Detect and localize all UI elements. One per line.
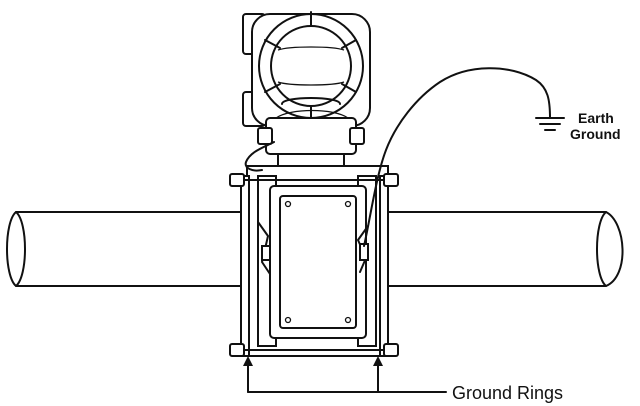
flange-bolts <box>229 173 399 357</box>
sensor-neck <box>257 109 365 167</box>
earth-label: Earth <box>578 110 614 126</box>
ground-rings-label: Ground Rings <box>452 383 564 403</box>
ground-label: Ground <box>570 126 621 142</box>
earth-ground-symbol <box>535 117 565 131</box>
ground-ring-right <box>379 175 389 357</box>
ground-wires <box>244 67 551 247</box>
pipe <box>6 211 624 287</box>
transmitter-housing <box>242 11 371 127</box>
ground-ring-left <box>240 175 250 357</box>
ground-rings-leaders <box>243 356 447 393</box>
